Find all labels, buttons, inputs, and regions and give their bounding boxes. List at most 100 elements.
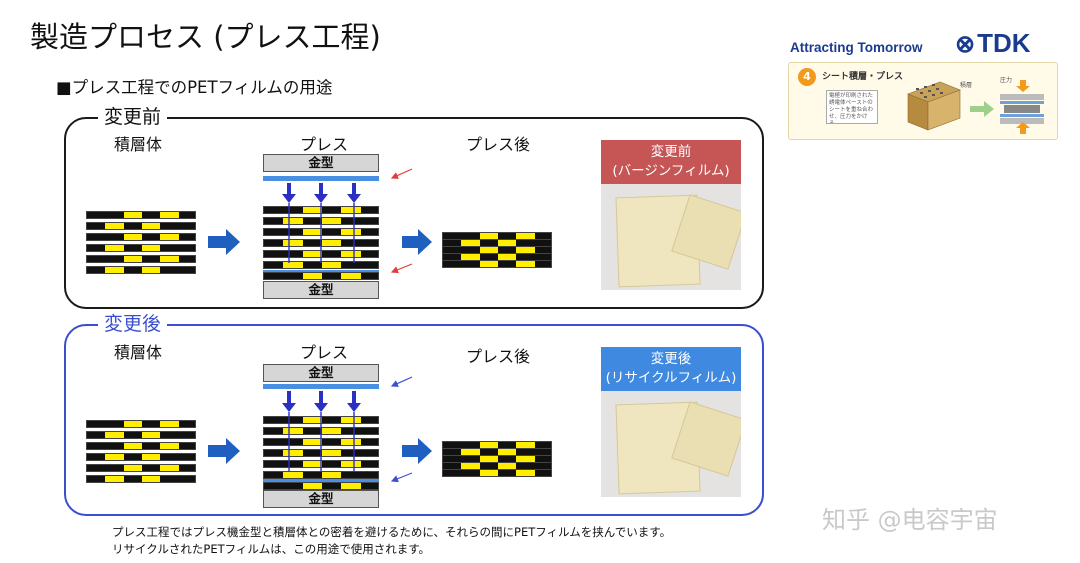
electrode-segment xyxy=(461,254,480,260)
electrode-segment xyxy=(498,233,517,239)
electrode-segment xyxy=(105,465,124,471)
electrode-segment xyxy=(341,417,361,423)
electrode-segment xyxy=(479,261,498,267)
electrode-segment xyxy=(160,432,179,438)
electrode-segment xyxy=(360,450,378,456)
electrode-segment xyxy=(87,465,106,471)
electrode-segment xyxy=(479,463,498,469)
electrode-segment xyxy=(516,470,535,476)
electrode-segment xyxy=(479,449,498,455)
electrode-segment xyxy=(443,254,462,260)
electrode-segment xyxy=(443,470,462,476)
electrode-segment xyxy=(87,443,106,449)
electrode-segment xyxy=(264,439,284,445)
press-arrow-icon xyxy=(314,194,328,203)
electrode-segment xyxy=(87,223,106,229)
electrode-segment xyxy=(479,442,498,448)
electrode-segment xyxy=(360,207,378,213)
electrode-segment xyxy=(264,251,284,257)
electrode-segment xyxy=(123,223,142,229)
electrode-segment xyxy=(123,421,142,427)
electrode-segment xyxy=(461,463,480,469)
electrode-segment xyxy=(341,251,361,257)
film-pointer-icon xyxy=(390,376,413,387)
electrode-segment xyxy=(142,421,161,427)
electrode-segment xyxy=(264,450,284,456)
pet-film-bottom xyxy=(263,479,379,484)
electrode-segment xyxy=(178,476,195,482)
electrode-segment xyxy=(87,432,106,438)
electrode-segment xyxy=(123,443,142,449)
electrode-segment xyxy=(142,454,161,460)
press-label: プレス xyxy=(300,135,349,154)
press-arrow-icon xyxy=(314,403,328,412)
electrode-segment xyxy=(105,267,124,273)
press-arrow-icon xyxy=(347,194,361,203)
electrode-segment xyxy=(516,463,535,469)
electrode-segment xyxy=(341,450,361,456)
thumbnail-step-number: 4 xyxy=(798,68,816,86)
electrode-segment xyxy=(322,207,342,213)
press-arrow-icon xyxy=(319,183,323,195)
electrode-segment xyxy=(87,245,106,251)
film-pointer-icon xyxy=(390,263,413,274)
electrode-segment xyxy=(443,247,462,253)
sheet-layer xyxy=(86,211,196,219)
electrode-segment xyxy=(283,229,303,235)
electrode-segment xyxy=(123,454,142,460)
electrode-segment xyxy=(360,483,378,489)
electrode-segment xyxy=(360,229,378,235)
electrode-segment xyxy=(461,442,480,448)
electrode-segment xyxy=(283,461,303,467)
electrode-segment xyxy=(360,240,378,246)
press-arrow-icon xyxy=(282,403,296,412)
electrode-segment xyxy=(322,251,342,257)
electrode-segment xyxy=(322,472,342,478)
electrode-segment xyxy=(87,476,106,482)
sheet-layer xyxy=(86,442,196,450)
electrode-segment xyxy=(322,218,342,224)
electrode-segment xyxy=(105,454,124,460)
electrode-segment xyxy=(322,262,342,268)
electrode-segment xyxy=(302,417,322,423)
electrode-segment xyxy=(341,273,361,279)
press-arrow-icon xyxy=(287,391,291,404)
electrode-segment xyxy=(479,233,498,239)
electrode-segment xyxy=(160,223,179,229)
panel-after-label: 変更後 xyxy=(98,313,168,335)
electrode-segment xyxy=(283,428,303,434)
electrode-segment xyxy=(498,261,517,267)
electrode-segment xyxy=(443,261,462,267)
electrode-segment xyxy=(283,218,303,224)
electrode-segment xyxy=(87,256,106,262)
electrode-segment xyxy=(443,233,462,239)
electrode-segment xyxy=(322,273,342,279)
press-arrow-icon xyxy=(282,194,296,203)
sheet-layer xyxy=(442,260,552,268)
electrode-segment xyxy=(534,240,551,246)
stack-label: 積層体 xyxy=(114,343,163,362)
electrode-segment xyxy=(302,207,322,213)
press-arrow-icon xyxy=(320,412,322,472)
electrode-segment xyxy=(516,240,535,246)
section-subtitle: ■プレス工程でのPETフィルムの用途 xyxy=(56,78,333,97)
caption-line-1: プレス工程ではプレス機金型と積層体との密着を避けるために、それらの間にPETフィ… xyxy=(112,525,672,539)
mold-bottom: 金型 xyxy=(263,281,379,299)
electrode-segment xyxy=(360,428,378,434)
thumbnail-heading: シート積層・プレス xyxy=(822,72,904,82)
electrode-segment xyxy=(160,212,179,218)
electrode-segment xyxy=(178,465,195,471)
electrode-segment xyxy=(178,267,195,273)
photo-before: 変更前 (バージンフィルム) xyxy=(601,140,741,290)
brand-logo-text: TDK xyxy=(977,28,1031,58)
electrode-segment xyxy=(160,234,179,240)
electrode-segment xyxy=(123,234,142,240)
electrode-segment xyxy=(178,212,195,218)
press-arrow-icon xyxy=(319,391,323,404)
electrode-segment xyxy=(142,212,161,218)
electrode-segment xyxy=(302,262,322,268)
electrode-segment xyxy=(534,247,551,253)
electrode-segment xyxy=(516,442,535,448)
electrode-segment xyxy=(516,261,535,267)
electrode-segment xyxy=(516,449,535,455)
